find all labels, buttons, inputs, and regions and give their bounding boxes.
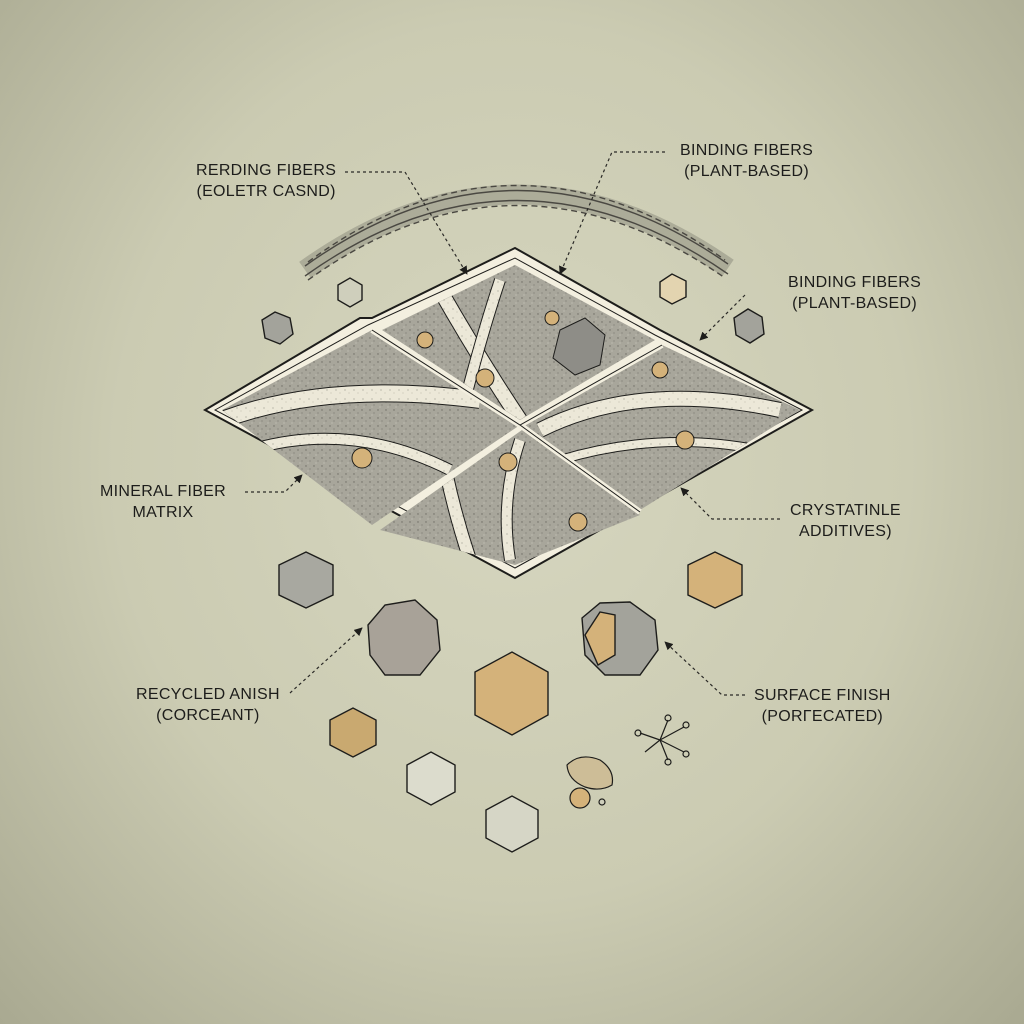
label-surface-finish: SURFACE FINISH (PORΓECATED) (754, 687, 891, 725)
diamond-composite-panel (202, 246, 815, 580)
label-mineral-fiber-matrix: MINERAL FIBER MATRIX (100, 483, 226, 521)
label-recycled-anish: RECYCLED ANISH (CORCEANT) (136, 686, 280, 724)
hexagonal-mineral-crystals (261, 273, 765, 853)
braided-fiber-rope (299, 184, 734, 281)
branching-fiber-glyph (634, 714, 690, 766)
label-rerding-fibers: RERDING FIBERS (EOLETR CASND) (196, 162, 337, 200)
label-binding-fibers-right: BINDING FIBERS (PLANT-BASED) (788, 274, 922, 312)
dodecahedral-aggregates (566, 756, 614, 809)
label-crystalline-additives: CRYSTATINLE ADDITIVES) (790, 502, 901, 540)
leader-lines (245, 151, 780, 696)
label-binding-fibers-top: BINDING FIBERS (PLANT-BASED) (680, 142, 814, 180)
